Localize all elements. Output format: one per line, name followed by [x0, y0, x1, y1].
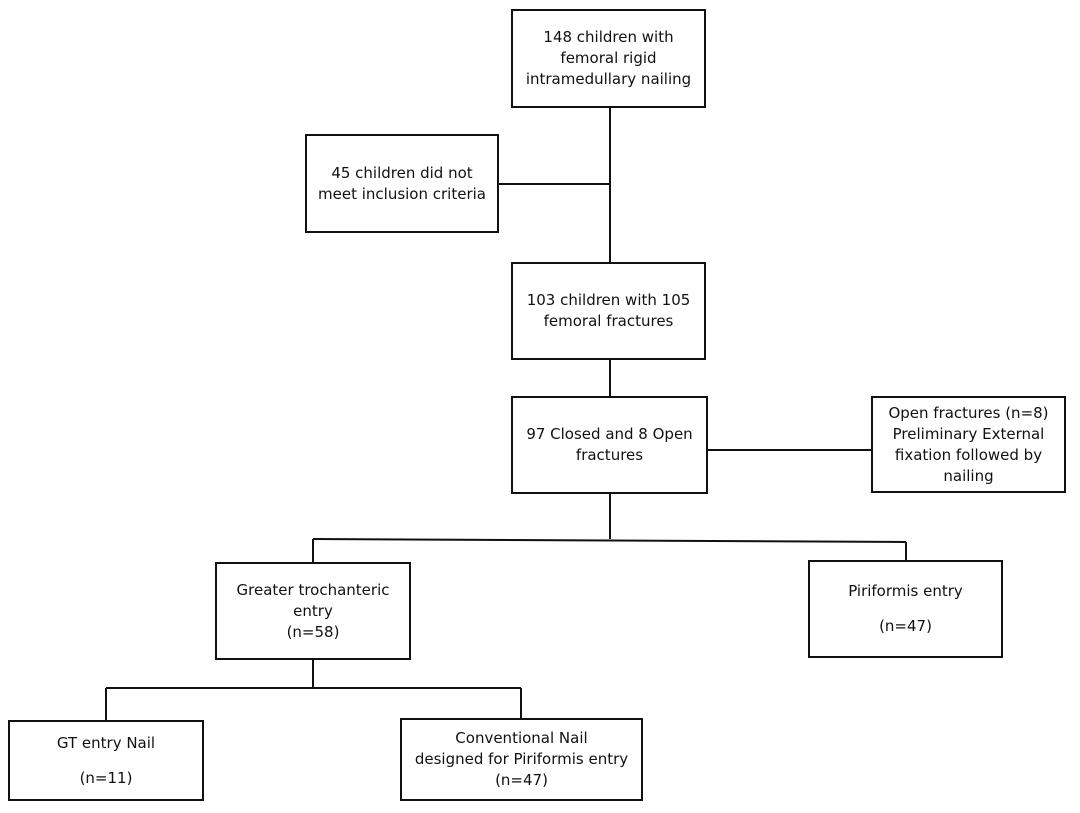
connector-entry-split-horizontal [312, 538, 907, 543]
node-open-fractures-line: Preliminary External [892, 424, 1045, 443]
node-conventional-nail-line: Conventional Nail [455, 729, 588, 747]
node-open-fractures: Open fractures (n=8) Preliminary Externa… [871, 396, 1066, 493]
node-gt-entry-count: (n=58) [286, 622, 340, 641]
node-conventional-nail: Conventional Nail designed for Piriformi… [400, 718, 643, 801]
node-closed-open: 97 Closed and 8 Open fractures [511, 396, 708, 494]
node-closed-open-line: fractures [575, 446, 644, 464]
node-gt-entry-line: Greater trochanteric [236, 580, 390, 599]
node-eligible-line: femoral fractures [543, 312, 674, 330]
node-conventional-nail-line: designed for Piriformis entry [414, 750, 629, 768]
node-gt-nail: GT entry Nail (n=11) [8, 720, 204, 801]
node-gt-nail-count: (n=11) [79, 768, 133, 787]
node-gt-entry-line: entry [293, 601, 333, 620]
node-eligible: 103 children with 105 femoral fractures [511, 262, 706, 360]
node-piriformis-entry-count: (n=47) [879, 617, 932, 635]
node-start-line: femoral rigid [560, 49, 657, 67]
node-conventional-nail-count: (n=47) [495, 771, 548, 789]
node-start-line: intramedullary nailing [525, 70, 692, 88]
node-excluded: 45 children did not meet inclusion crite… [305, 134, 499, 233]
node-open-fractures-line: nailing [943, 466, 994, 485]
node-start: 148 children with femoral rigid intramed… [511, 9, 706, 108]
node-gt-entry: Greater trochanteric entry (n=58) [215, 562, 411, 660]
node-excluded-line: meet inclusion criteria [318, 184, 486, 203]
node-piriformis-entry-line: Piriformis entry [848, 582, 963, 600]
node-closed-open-line: 97 Closed and 8 Open [526, 425, 693, 443]
node-open-fractures-line: Open fractures (n=8) [888, 403, 1049, 422]
node-open-fractures-line: fixation followed by [894, 445, 1043, 464]
node-gt-nail-line: GT entry Nail [56, 733, 156, 752]
node-start-line: 148 children with [543, 28, 674, 46]
node-excluded-line: 45 children did not [331, 163, 473, 182]
node-piriformis-entry: Piriformis entry (n=47) [808, 560, 1003, 658]
node-eligible-line: 103 children with 105 [526, 291, 691, 309]
